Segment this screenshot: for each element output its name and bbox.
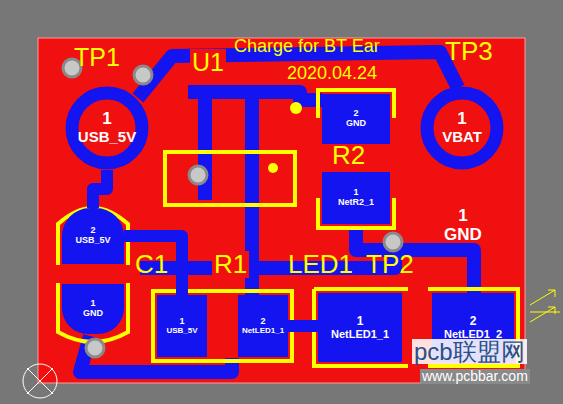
net-name: VBAT — [442, 129, 482, 146]
pin1-dot — [268, 163, 278, 173]
net-name: USB_5V — [166, 327, 197, 336]
origin-symbol — [23, 364, 57, 398]
smd-pad: 2GND — [322, 94, 390, 144]
pin-number: 1 — [353, 188, 358, 198]
pin-number: 1 — [90, 299, 95, 309]
pin-number: 1 — [357, 315, 364, 328]
silkscreen — [58, 90, 518, 366]
smd-pad: 1NetLED1_1 — [318, 293, 402, 362]
pin-number: 1 — [457, 110, 466, 129]
via — [384, 233, 402, 251]
net-name: GND — [83, 309, 103, 319]
pad-ring-shape — [427, 93, 497, 163]
trace — [80, 336, 232, 372]
net-name: NetLED1_1 — [331, 328, 389, 340]
refdes: R2 — [330, 142, 367, 169]
net-name: GND — [444, 226, 482, 245]
refdes: TP1 — [72, 44, 122, 70]
origin-cross — [27, 368, 53, 394]
watermark: pcb联盟网 — [412, 339, 527, 364]
via — [86, 339, 104, 357]
smd-pad: 1GND — [62, 284, 124, 334]
pin-number: 2 — [353, 109, 358, 119]
trace — [245, 92, 259, 268]
refdes: R1 — [212, 251, 249, 278]
pin-number: 2 — [90, 226, 95, 236]
board-title: Charge for BT Ear — [232, 37, 382, 56]
pad-ring-shape — [72, 93, 142, 163]
smd-pad: 1USB_5V — [157, 295, 207, 357]
pin-number: 2 — [260, 317, 265, 327]
board-copper — [38, 38, 525, 383]
refdes: C1 — [133, 251, 170, 278]
pin-number: 1 — [179, 317, 184, 327]
pin1-dot — [290, 102, 302, 114]
pin-number: 1 — [458, 207, 467, 226]
direction-arrows — [530, 290, 560, 322]
smd-pad: 1NetR2_1 — [322, 172, 390, 224]
board-date: 2020.04.24 — [285, 64, 379, 83]
smd-pad: 2USB_5V — [62, 208, 124, 264]
copper-traces — [80, 52, 474, 372]
watermark-url: www.pcbbar.com — [420, 369, 530, 384]
smd-pad: 2NetLED1_1 — [238, 295, 288, 357]
via — [134, 66, 152, 84]
net-name: USB_5V — [75, 236, 110, 246]
r1-outline — [153, 291, 292, 361]
copper-trace — [124, 236, 182, 295]
refdes: TP3 — [443, 38, 495, 65]
pour-net-label: 1GND — [425, 198, 501, 253]
c1-outline — [58, 208, 128, 342]
testpoint-pad: 1USB_5V — [65, 86, 149, 170]
copper-trace — [288, 320, 318, 332]
net-name: NetLED1_1 — [242, 327, 284, 336]
refdes: U1 — [190, 49, 226, 75]
direction-symbol — [530, 290, 560, 322]
refdes: LED1 — [286, 251, 355, 278]
copper-trace — [93, 170, 107, 208]
net-name: GND — [346, 119, 366, 129]
net-name: USB_5V — [78, 129, 136, 146]
via — [189, 166, 207, 184]
pin-number: 1 — [102, 110, 111, 129]
pin-number: 2 — [470, 315, 477, 328]
u1-outline — [165, 152, 295, 205]
net-name: NetR2_1 — [338, 198, 374, 208]
refdes: TP2 — [364, 251, 416, 278]
r2-outline — [318, 90, 394, 228]
testpoint-pad: 1VBAT — [420, 86, 504, 170]
origin-circle — [23, 364, 57, 398]
